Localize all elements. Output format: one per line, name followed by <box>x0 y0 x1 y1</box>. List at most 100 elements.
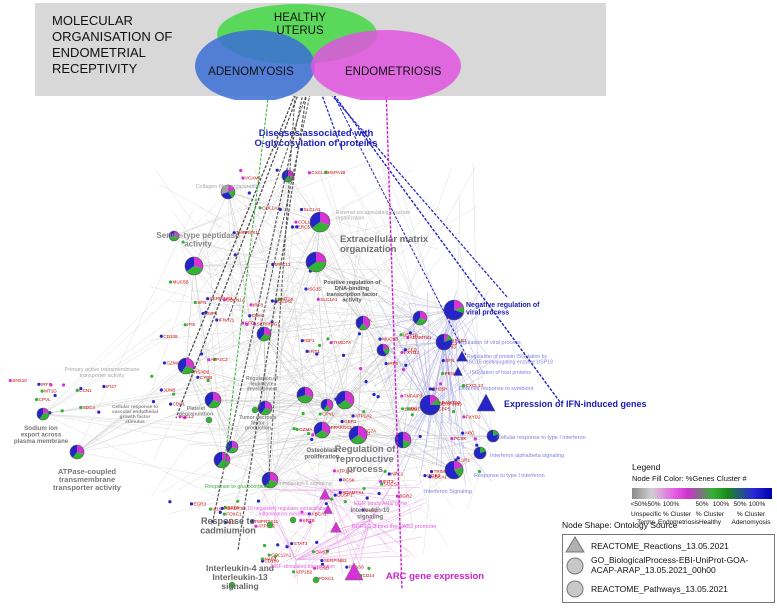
gene-node <box>62 383 65 386</box>
term-node <box>306 252 326 272</box>
gene-label: IFI27 <box>106 384 117 389</box>
gene-label: CD109 <box>163 334 178 339</box>
shape-go-bp: GO_BiologicalProcess-EBI-UniProt-GOA-ACA… <box>591 555 769 575</box>
gene-node <box>315 541 318 544</box>
shape-legend-title: Node Shape: Ontology Source <box>562 520 677 530</box>
gene-label: IRF7 <box>41 382 51 387</box>
gene-label: SLC1A1 <box>304 207 322 212</box>
term-node <box>377 344 389 356</box>
term-cell-resp-ifn: Cellular response to type I interferon <box>497 435 586 441</box>
pie-slice <box>395 432 403 448</box>
gene-label: SFN <box>445 358 454 363</box>
term-node <box>356 316 370 330</box>
gene-node <box>358 332 361 335</box>
gene-label: CPVL <box>39 397 51 402</box>
reaction-triangle <box>331 522 342 532</box>
gene-node <box>257 499 260 502</box>
term-node <box>474 447 486 459</box>
gene-node <box>97 410 100 413</box>
network-edge <box>378 207 420 318</box>
term-node <box>420 395 440 415</box>
gene-label: GBP1 <box>344 419 357 424</box>
term-node <box>413 311 427 325</box>
gene-label: NPC2 <box>391 471 404 476</box>
gene-node <box>411 413 414 416</box>
gene-label: THSD7A <box>333 340 352 345</box>
gene-label: STAT3 <box>294 541 308 546</box>
term-node <box>257 327 271 341</box>
gene-label: IFNA21 <box>219 317 235 322</box>
gene-label: SERPINB3 <box>324 558 347 563</box>
gene-node <box>377 395 380 398</box>
gene-node <box>307 432 310 435</box>
gene-label: CD14 <box>363 573 375 578</box>
gene-label: ISG15 <box>308 286 321 291</box>
gene-label: PCSK <box>342 477 355 482</box>
gene-node <box>359 367 362 370</box>
gene-node <box>245 323 248 326</box>
gene-label: IFIT1 <box>309 349 320 354</box>
venn-connector <box>322 84 508 298</box>
gene-label: HSPA1B <box>328 170 346 175</box>
term-resp-ifn: Response to type I interferon <box>474 473 545 479</box>
gene-label: MUC5B <box>173 280 189 285</box>
network-edge <box>189 444 232 447</box>
term-node <box>321 399 333 411</box>
gene-node <box>236 500 239 503</box>
venn-healthy-label: HEALTHY UTERUS <box>255 12 345 38</box>
gene-node <box>313 577 319 583</box>
gene-node <box>219 511 222 514</box>
term-defense: Defense response to symbiont <box>459 386 534 392</box>
term-node <box>310 212 330 232</box>
gene-label: EGR2 <box>399 494 412 499</box>
gene-node <box>234 253 237 256</box>
gene-label: TMPRSS11 <box>236 230 260 235</box>
gene-node <box>207 379 210 382</box>
gene-node <box>267 522 273 528</box>
gene-node <box>150 375 153 378</box>
legend-cat-healthy: % Cluster Healthy <box>692 511 728 526</box>
gene-node <box>439 382 442 385</box>
gene-node <box>475 444 478 447</box>
gene-node <box>456 456 459 459</box>
gene-label: IGF1 <box>304 338 315 343</box>
gene-node <box>363 487 366 490</box>
term-resp-glu: Response to glucocorticoid <box>205 484 271 490</box>
gene-label: SERPING1 <box>257 322 281 327</box>
gene-label: ATP1A2 <box>355 413 372 418</box>
gene-node <box>239 169 242 172</box>
gene-node <box>409 331 412 334</box>
gene-node <box>452 410 455 413</box>
gene-node <box>325 502 328 505</box>
reaction-triangle <box>477 394 495 411</box>
gene-label: CDH1 <box>173 402 186 407</box>
term-ifn-expr: Expression of IFN-induced genes <box>504 399 647 409</box>
gene-node <box>419 435 422 438</box>
gene-label: RSAD2 <box>194 369 210 374</box>
gene-node <box>366 496 369 499</box>
legend-title: Legend <box>632 462 777 472</box>
term-collagen: Collagen fibril organization <box>196 184 261 190</box>
gene-node <box>383 470 386 473</box>
term-node <box>297 387 313 403</box>
gene-node <box>61 409 64 412</box>
gene-label: FOXC1 <box>319 576 335 581</box>
gene-node <box>344 500 347 503</box>
term-node <box>336 391 354 409</box>
network-edge <box>358 332 362 435</box>
network-edge <box>194 192 228 266</box>
gene-node <box>54 394 57 397</box>
gene-label: ADAMTS1 <box>342 490 364 495</box>
gene-node <box>276 169 279 172</box>
gene-label: COL1A2 <box>274 298 292 303</box>
gene-node <box>290 517 296 523</box>
gene-node <box>248 191 251 194</box>
